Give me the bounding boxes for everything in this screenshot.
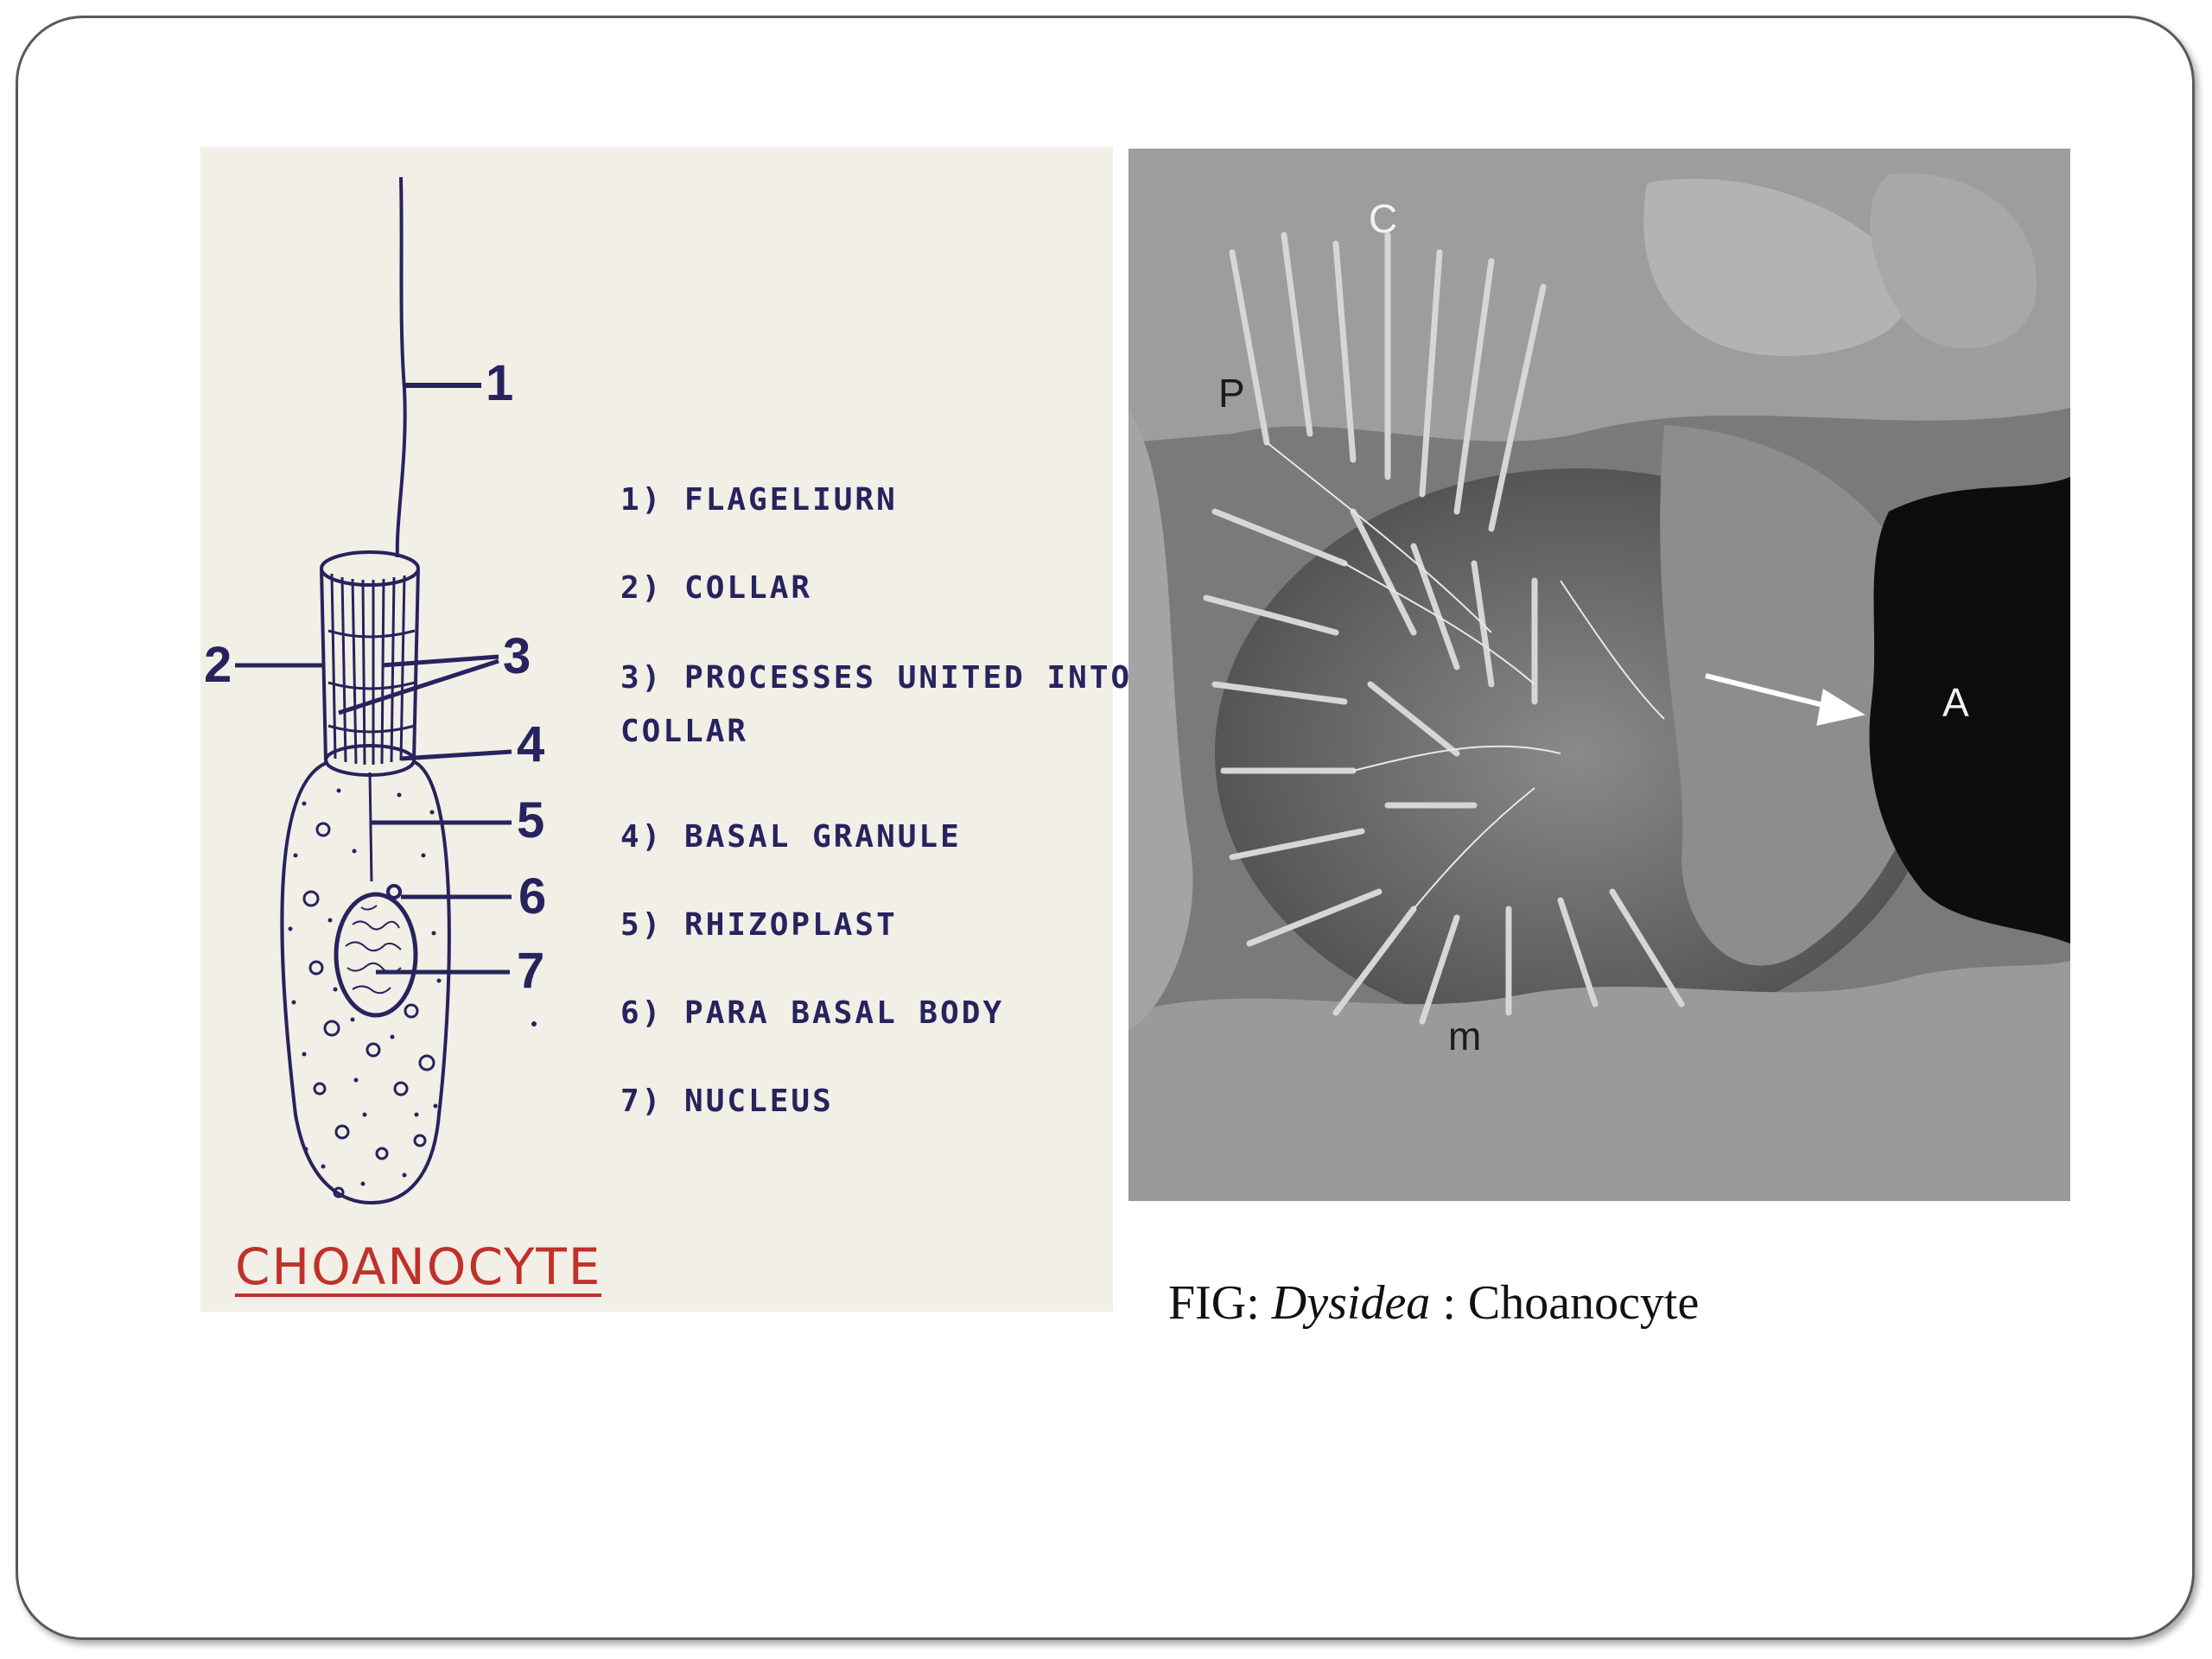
legend-flagellum: 1) FLAGELIURN (620, 482, 898, 518)
choanocyte-drawing (235, 176, 537, 1205)
label-number-2: 2 (204, 637, 232, 693)
label-number-7: 7 (517, 943, 545, 999)
diagram-title: CHOANOCYTE (235, 1237, 602, 1297)
photo-label-apopyle: A (1942, 680, 1969, 725)
figure-caption: FIG: Dysidea : Choanocyte (1168, 1275, 1699, 1331)
micrograph-drawing (1128, 149, 2070, 1201)
caption-prefix: FIG: (1168, 1276, 1260, 1330)
micrograph-image: C P A m (1128, 149, 2070, 1201)
photo-label-microvilli: m (1448, 1014, 1482, 1058)
label-number-6: 6 (518, 868, 547, 925)
label-number-3: 3 (503, 628, 531, 684)
legend-collar: 2) COLLAR (620, 570, 813, 606)
photo-label-choanocyte: C (1369, 196, 1398, 241)
photo-label-prosopyle: P (1218, 371, 1245, 416)
legend-nucleus: 7) NUCLEUS (620, 1084, 834, 1119)
caption-suffix: : Choanocyte (1442, 1276, 1700, 1330)
label-number-5: 5 (517, 792, 545, 849)
caption-genus: Dysidea (1271, 1276, 1431, 1330)
legend-processes: 3) PROCESSES UNITED INTO (620, 660, 1133, 696)
choanocyte-diagram: 1 2 3 4 5 6 7 1) FLAGELIURN 2) COLLAR 3)… (200, 147, 1129, 1312)
label-number-1: 1 (486, 355, 514, 411)
legend-basal-granule: 4) BASAL GRANULE (620, 819, 962, 855)
legend-rhizoplast: 5) RHIZOPLAST (620, 907, 898, 943)
legend-parabasal-body: 6) PARA BASAL BODY (620, 995, 1005, 1031)
legend-processes-cont: COLLAR (620, 714, 749, 749)
label-number-4: 4 (517, 716, 545, 772)
